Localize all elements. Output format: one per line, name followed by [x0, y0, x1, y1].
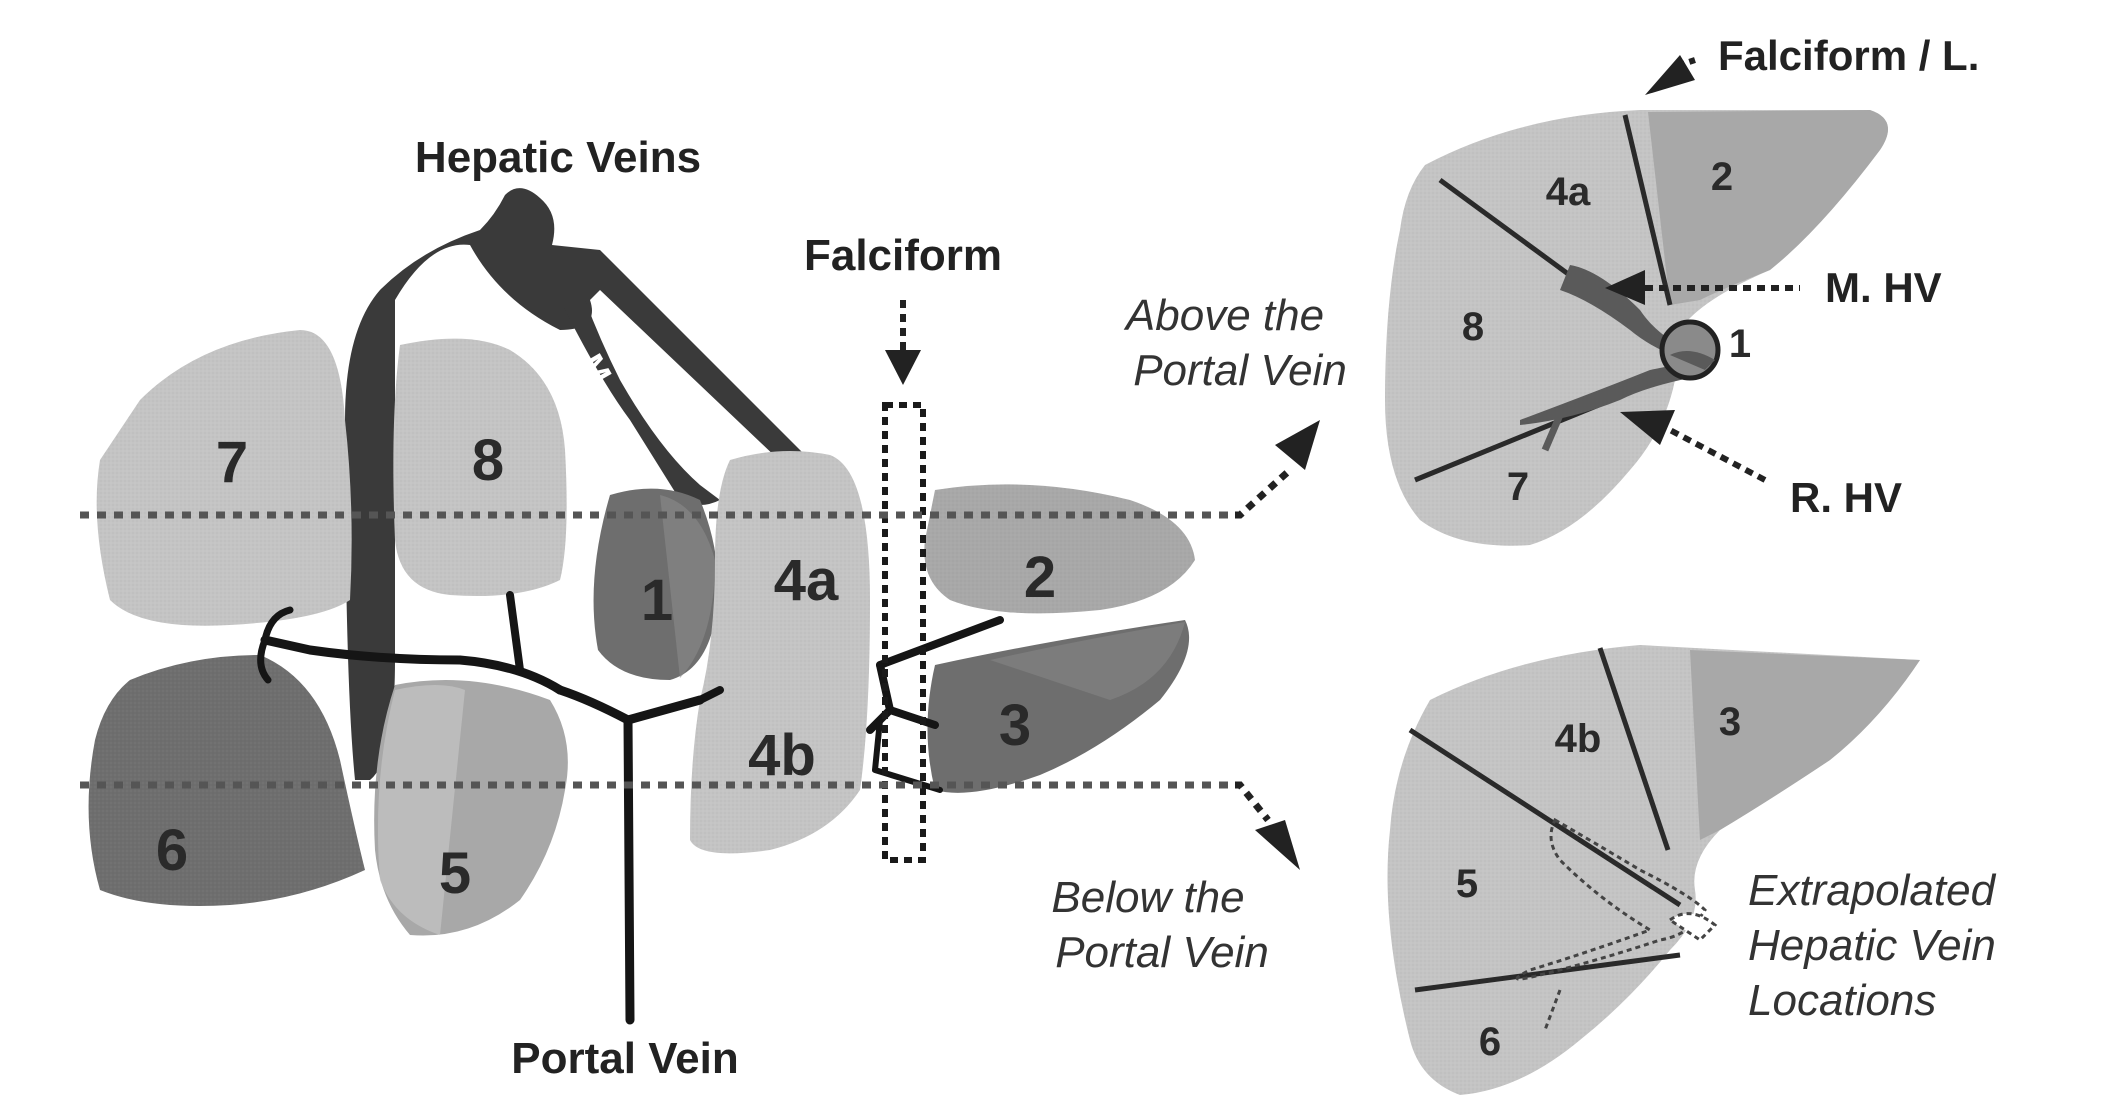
segment-1-label: 1 — [641, 568, 673, 633]
r-hv-arrow-icon — [1620, 410, 1675, 445]
upper-connector-arrow-icon — [1275, 420, 1320, 470]
above-segment-1-label: 1 — [1729, 322, 1751, 366]
above-segment-2-label: 2 — [1711, 155, 1733, 199]
falciform-arrow-icon — [885, 350, 921, 385]
extrapolated-line2: Hepatic Vein — [1748, 921, 1996, 970]
main-liver-diagram: R M L 7 8 1 4a 2 4b 3 6 5 Hepatic Veins … — [80, 133, 1235, 1083]
below-segment-4b-label: 4b — [1555, 717, 1602, 761]
segment-8-label: 8 — [472, 428, 504, 493]
segment-3-label: 3 — [999, 693, 1031, 758]
segment-4a-label: 4a — [774, 548, 839, 613]
r-hv-label: R. HV — [1790, 474, 1902, 521]
hepatic-veins-label: Hepatic Veins — [415, 133, 701, 182]
segment-7-label: 7 — [216, 430, 248, 495]
below-portal-line2: Portal Vein — [1055, 928, 1269, 977]
lower-connector-arrow-icon — [1255, 820, 1300, 870]
portal-vein-label: Portal Vein — [511, 1034, 738, 1083]
segment-5-label: 5 — [439, 841, 471, 906]
extrapolated-line3: Locations — [1748, 976, 1936, 1025]
above-portal-line2: Portal Vein — [1133, 346, 1347, 395]
connector-arrows — [1235, 420, 1320, 870]
below-portal-panel: 4b 3 5 6 Extrapolated Hepatic Vein Locat… — [1387, 645, 1997, 1095]
falciform-label: Falciform — [804, 231, 1002, 280]
below-segment-5-label: 5 — [1456, 862, 1478, 906]
m-hv-label: M. HV — [1825, 264, 1942, 311]
m-hv-arrow-icon — [1605, 270, 1645, 305]
above-portal-line1: Above the — [1123, 291, 1324, 340]
falciform-band — [882, 402, 926, 863]
above-segment-1-circle — [1659, 319, 1721, 381]
below-segment-3-label: 3 — [1719, 700, 1741, 744]
above-segment-8-label: 8 — [1462, 305, 1484, 349]
portal-vein-tree — [257, 591, 1004, 1025]
above-segment-7-label: 7 — [1507, 465, 1529, 509]
hepatic-vein-middle — [560, 300, 720, 505]
falciform-l-label: Falciform / L. — [1718, 32, 1979, 79]
segment-2-label: 2 — [1024, 545, 1056, 610]
above-portal-panel: 4a 2 8 1 7 Falciform / L. M. HV R. HV — [1385, 32, 1979, 546]
extrapolated-line1: Extrapolated — [1748, 866, 1997, 915]
above-segment-4a-label: 4a — [1546, 170, 1591, 214]
segment-4b-label: 4b — [748, 723, 816, 788]
vein-label-r: R — [429, 284, 470, 329]
below-portal-line1: Below the — [1051, 873, 1244, 922]
falciform-l-arrow-icon — [1645, 55, 1695, 95]
below-segment-6-label: 6 — [1479, 1020, 1501, 1064]
segment-6-label: 6 — [156, 818, 188, 883]
